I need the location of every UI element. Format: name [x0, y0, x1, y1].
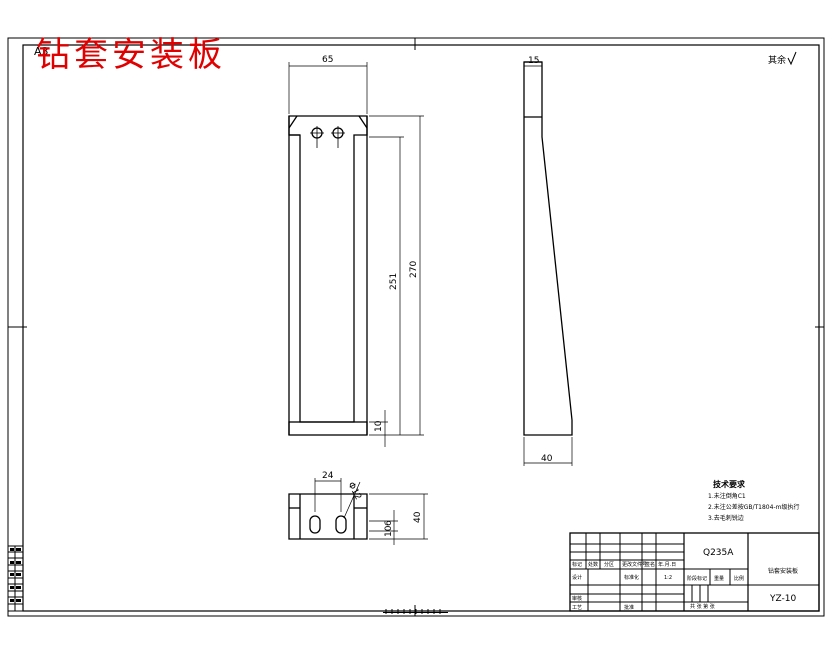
tech-req-item-1: 1.未注倒角C1	[708, 492, 746, 500]
dim-top-small-1: 10	[384, 525, 394, 537]
front-dimension-lines	[288, 62, 424, 447]
tb-drawing-no: YZ-10	[769, 594, 796, 604]
tech-req-item-2: 2.未注公差按GB/T1804-m级执行	[708, 503, 799, 511]
dim-front-height-inner: 251	[389, 273, 399, 290]
left-margin-marks	[10, 548, 21, 602]
tb-ratify: 批准	[624, 604, 634, 611]
tb-designer: 设计	[572, 574, 582, 581]
dim-side-bottom: 40	[541, 454, 553, 464]
title-block	[569, 532, 820, 612]
part-title-overlay: 钻套安装板	[36, 35, 226, 75]
tb-header-6: 年.月.日	[658, 561, 676, 568]
tb-header-5: 签名	[645, 561, 655, 568]
tb-header-2: 处数	[588, 561, 598, 568]
tb-header-3: 分区	[604, 561, 614, 568]
side-view	[523, 61, 573, 436]
tb-header-4: 更改文件号	[622, 561, 647, 568]
roughness-note: 其余	[768, 54, 786, 66]
tb-standardize: 标准化	[624, 574, 639, 581]
dim-front-bottom: 10	[374, 420, 384, 432]
front-view	[288, 115, 368, 436]
tb-scale: 比例	[734, 575, 744, 582]
dim-front-width: 65	[322, 55, 333, 65]
tech-req-item-3: 3.去毛刺锐边	[708, 514, 744, 522]
tb-scale-value: 1:2	[664, 575, 672, 581]
dim-top-offset: 24	[322, 471, 334, 481]
dim-front-height-total: 270	[409, 261, 419, 278]
tb-sheet: 共 张 第 张	[690, 603, 715, 610]
tb-part-name: 钻套安装板	[768, 567, 798, 575]
dim-top-small-2: 6	[384, 520, 394, 526]
outer-border	[7, 37, 825, 617]
side-dimension-lines	[523, 65, 573, 466]
front-view-crosshairs	[310, 126, 345, 148]
tb-craft: 工艺	[572, 605, 582, 611]
tb-approve: 审核	[572, 595, 582, 602]
dim-top-height: 40	[413, 511, 423, 523]
dim-side-top: 15	[528, 56, 539, 66]
inner-frame	[22, 44, 820, 612]
roughness-symbol	[787, 51, 797, 66]
top-dimension-lines	[314, 478, 428, 545]
tb-header-1: 标记	[572, 561, 582, 568]
dim-slot-diameter: Φ12	[345, 481, 363, 502]
centering-marks	[8, 38, 824, 616]
tb-weight: 重量	[714, 575, 724, 582]
bottom-ruler	[383, 609, 448, 614]
sheet-size-label: A3	[34, 45, 49, 58]
left-margin-table	[7, 545, 24, 612]
tb-material: Q235A	[703, 548, 734, 558]
tech-req-heading: 技术要求	[713, 479, 746, 489]
tb-stage: 阶段标记	[687, 575, 707, 582]
